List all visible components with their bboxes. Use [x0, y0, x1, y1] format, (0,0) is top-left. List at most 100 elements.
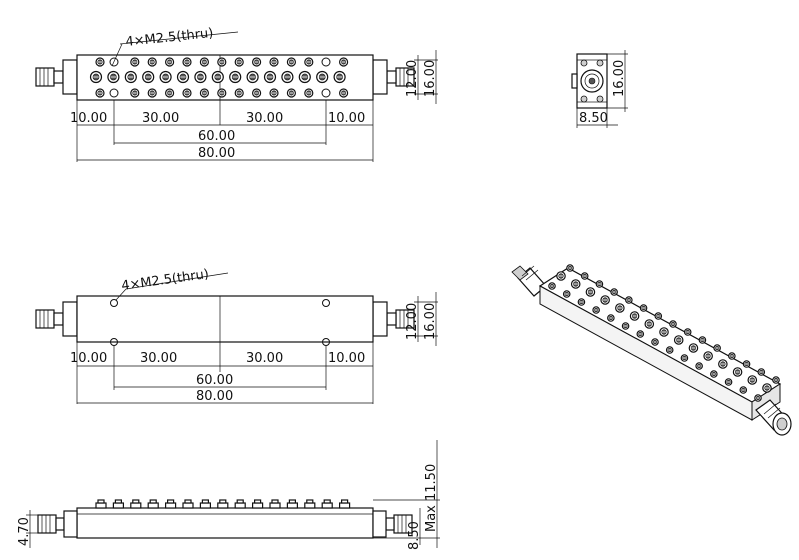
tuning-screw	[577, 298, 586, 306]
tuning-screw	[269, 88, 279, 98]
tuning-screw	[621, 322, 630, 330]
tuning-screw	[747, 375, 758, 385]
tuning-screw	[695, 362, 703, 370]
bottom-view: 4×M2.5(thru) 10.00 30.00 30.00 10.00 60.…	[35, 267, 438, 404]
tuning-screw	[252, 88, 262, 98]
tuning-screws	[89, 57, 349, 98]
tuning-screw	[615, 303, 625, 313]
iso-tuning-screws	[548, 264, 780, 402]
tuning-screw	[130, 88, 140, 98]
tuning-screw	[95, 88, 105, 98]
screw-head	[234, 499, 246, 509]
tuning-screw	[713, 344, 721, 352]
screw-head	[286, 499, 298, 509]
tuning-screw	[718, 359, 728, 369]
isometric-view	[511, 264, 792, 436]
screw-head	[130, 499, 142, 509]
bottom-dim-inner-height: 12.00	[405, 303, 420, 340]
tuning-screw	[680, 354, 689, 362]
screw-head	[304, 499, 316, 509]
tuning-screw	[654, 312, 663, 320]
tuning-screw	[754, 394, 762, 402]
tuning-screw	[669, 320, 677, 328]
tuning-screw	[659, 327, 669, 337]
bottom-left-connector	[35, 301, 78, 337]
dim-right-half: 30.00	[246, 111, 283, 126]
tuning-screw	[304, 57, 314, 67]
screw-head	[199, 499, 211, 509]
tuning-screw	[286, 57, 296, 67]
tuning-screw	[286, 88, 296, 98]
mount-hole	[110, 338, 118, 346]
bottom-dim-hole-span: 60.00	[196, 373, 233, 388]
tuning-screw	[182, 57, 192, 67]
tuning-screw	[562, 290, 571, 298]
screw-head	[165, 499, 177, 509]
screw-head	[182, 499, 194, 509]
end-dim-width: 8.50	[579, 111, 608, 126]
tuning-screw	[269, 57, 279, 67]
tuning-screw	[566, 264, 574, 272]
side-right-connector	[372, 510, 413, 538]
bottom-dim-right-half: 30.00	[246, 351, 283, 366]
tuning-screw	[688, 343, 699, 353]
dim-right-offset: 10.00	[328, 111, 365, 126]
tuning-screw	[159, 70, 172, 84]
tuning-screw	[304, 88, 314, 98]
tuning-screw	[610, 288, 618, 296]
tuning-screw	[234, 88, 244, 98]
tuning-screw	[710, 370, 718, 378]
tuning-screw	[246, 70, 259, 84]
tuning-screw	[728, 352, 736, 360]
tuning-screw	[665, 346, 674, 354]
screw-head	[112, 499, 125, 509]
tuning-screw	[263, 70, 277, 84]
iso-right-connector	[755, 399, 792, 436]
screw-head	[321, 499, 333, 509]
tuning-screw	[124, 70, 137, 84]
tuning-screw	[217, 88, 227, 98]
dim-left-offset: 10.00	[70, 111, 107, 126]
bottom-body	[76, 295, 374, 343]
tuning-screw	[600, 295, 610, 305]
tuning-screw	[339, 57, 349, 67]
tuning-screw	[229, 70, 242, 84]
tuning-screw	[165, 57, 175, 67]
bottom-dim-left-half: 30.00	[140, 351, 177, 366]
bottom-dim-total-length: 80.00	[196, 389, 233, 404]
end-dim-height: 16.00	[612, 60, 627, 97]
side-dim-body-height: 8.50	[407, 521, 422, 550]
tuning-screw	[629, 311, 640, 321]
tuning-screw	[732, 367, 743, 377]
tuning-screw	[742, 360, 751, 368]
tuning-screw	[580, 272, 589, 280]
dim-left-half: 30.00	[142, 111, 179, 126]
tuning-screw	[724, 378, 733, 386]
tuning-screw	[130, 57, 140, 67]
tuning-screw	[234, 57, 244, 67]
tuning-screw	[639, 304, 648, 312]
tuning-screw	[585, 287, 596, 297]
tuning-screw	[176, 70, 190, 84]
tuning-screw	[698, 336, 707, 344]
tuning-screw	[333, 70, 346, 84]
tuning-screw	[556, 271, 566, 281]
screw-head	[252, 499, 264, 509]
tuning-screw	[757, 368, 766, 376]
hole-note: 4×M2.5(thru)	[125, 26, 214, 50]
iso-left-connector	[511, 265, 547, 297]
tuning-screw	[651, 338, 659, 346]
bottom-hole-note: 4×M2.5(thru)	[120, 267, 209, 294]
side-view: Max 11.50 8.50 4.70	[17, 440, 440, 550]
side-screw-heads	[95, 499, 351, 509]
tuning-screw	[316, 70, 329, 84]
bottom-dim-left-offset: 10.00	[70, 351, 107, 366]
mount-hole	[110, 299, 118, 307]
mount-hole	[109, 88, 119, 98]
tuning-screw	[548, 282, 556, 290]
side-left-connector	[37, 510, 78, 538]
bottom-dim-right-offset: 10.00	[328, 351, 365, 366]
front-view: 4×M2.5(thru) 10.00 30.00 30.00 10.00 60.…	[35, 26, 438, 162]
bottom-right-connector	[372, 301, 415, 337]
